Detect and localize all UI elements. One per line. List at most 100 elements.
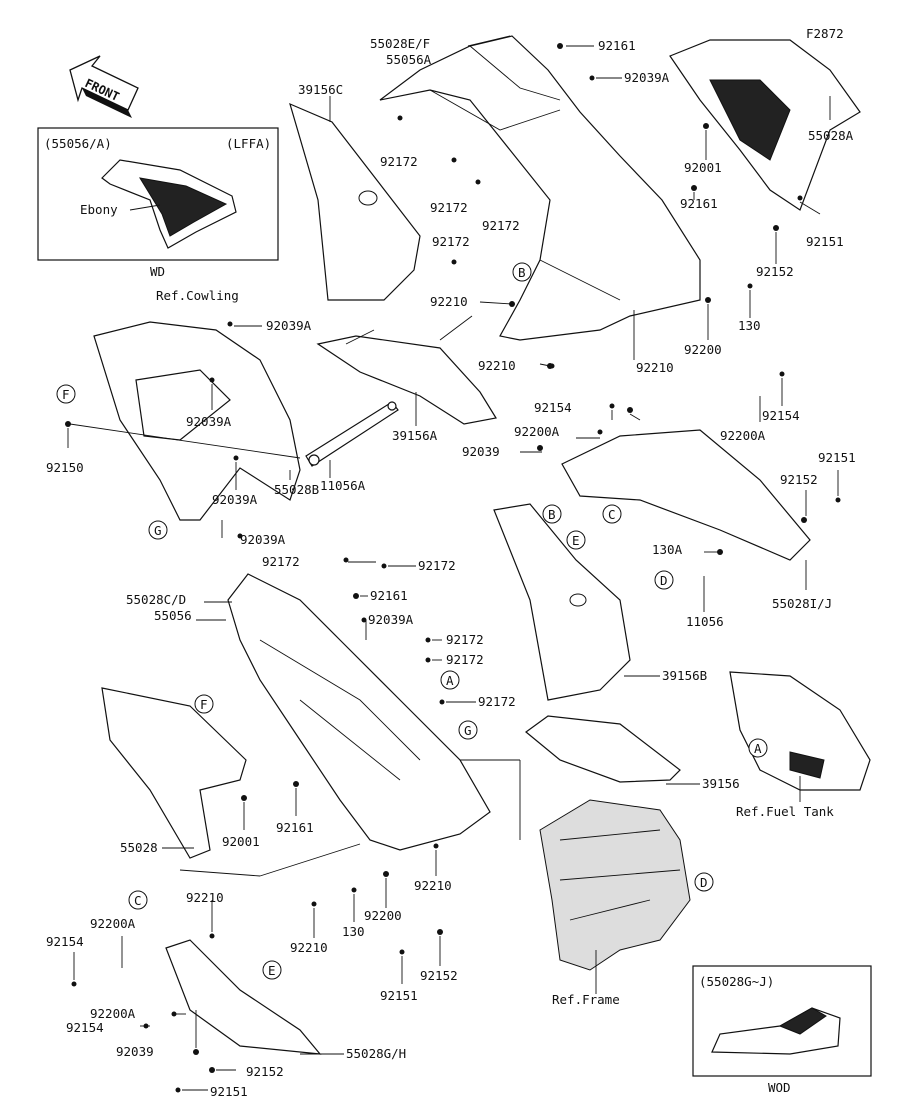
fasteners [65, 43, 841, 1093]
part-label: 55028G/H [346, 1046, 406, 1061]
part-label: 55028E/F [370, 36, 430, 51]
diagram-code: F2872 [806, 26, 844, 41]
part-label: 39156C [298, 82, 343, 97]
part-label: 92151 [380, 988, 418, 1003]
inset-wd-box [37, 127, 279, 261]
part-label: 92172 [380, 154, 418, 169]
upper-fairing-55028ef [379, 35, 701, 341]
part-label: 92150 [46, 460, 84, 475]
part-label: 55028B [274, 482, 319, 497]
part-label: 92210 [290, 940, 328, 955]
part-label: 92161 [598, 38, 636, 53]
part-label: 55028I/J [772, 596, 832, 611]
part-label: 92039 [116, 1044, 154, 1059]
bracket-55028ij [561, 429, 811, 561]
part-label: 92152 [756, 264, 794, 279]
part-label: 130 [342, 924, 365, 939]
part-label: 92151 [806, 234, 844, 249]
panel-39156c [289, 102, 421, 301]
callout-g-mid: G [464, 723, 472, 738]
panel-39156a [316, 335, 497, 425]
leader-lines [67, 35, 839, 1091]
callout-b-top: B [518, 265, 526, 280]
part-label: 92210 [186, 890, 224, 905]
part-label: 92200A [514, 424, 560, 439]
part-label: 92210 [414, 878, 452, 893]
inset-wd-color: Ebony [80, 202, 118, 217]
part-label: 11056 [686, 614, 724, 629]
callout-b-mid: B [548, 507, 556, 522]
part-label: 92152 [420, 968, 458, 983]
part-label: 92172 [482, 218, 520, 233]
part-label: 92161 [680, 196, 718, 211]
part-label: 92039A [240, 532, 286, 547]
part-label: 55028A [808, 128, 854, 143]
part-label: 39156 [702, 776, 740, 791]
callout-e-bottom: E [268, 963, 276, 978]
inset-wod-model: (55028G~J) [699, 974, 774, 989]
part-label: 92039A [624, 70, 670, 85]
part-label: 92039A [186, 414, 232, 429]
part-label: 130A [652, 542, 683, 557]
part-label: 92152 [246, 1064, 284, 1079]
ref-fuel-tank: Ref.Fuel Tank [736, 804, 834, 819]
callout-d-mid: D [660, 573, 668, 588]
part-label: 130 [738, 318, 761, 333]
callout-a-mid: A [446, 673, 454, 688]
part-label: 92172 [446, 632, 484, 647]
part-label: 55056A [386, 52, 432, 67]
front-arrow-icon: FRONT [69, 55, 139, 118]
part-label: 92151 [818, 450, 856, 465]
part-label: 92172 [262, 554, 300, 569]
callout-d-right: D [700, 875, 708, 890]
inset-wod-caption: WOD [768, 1080, 791, 1095]
part-label: 92200 [684, 342, 722, 357]
callout-c-mid: C [608, 507, 616, 522]
part-label: 92001 [222, 834, 260, 849]
part-label: 92161 [370, 588, 408, 603]
callout-f-left: F [62, 387, 70, 402]
part-label: 92200A [90, 916, 136, 931]
part-label: 92210 [636, 360, 674, 375]
part-label: 92154 [762, 408, 800, 423]
ref-cowling: Ref.Cowling [156, 288, 239, 303]
fuel-tank-ref [729, 671, 871, 791]
panel-39156 [525, 715, 681, 783]
part-label: 55028C/D [126, 592, 186, 607]
part-label: 92210 [478, 358, 516, 373]
part-label: 39156A [392, 428, 438, 443]
part-labels: 55028E/F 55056A 92161 92039A 39156C 5502… [46, 36, 856, 1099]
callout-c-bottom: C [134, 893, 142, 908]
part-label: 55056 [154, 608, 192, 623]
part-label: 92200A [720, 428, 766, 443]
part-label: 92039A [212, 492, 258, 507]
inset-wd-fairing [101, 159, 237, 249]
part-label: 92152 [780, 472, 818, 487]
panel-39156b [493, 503, 631, 701]
part-label: 92172 [430, 200, 468, 215]
inset-wod-undercowl [711, 1007, 841, 1055]
frame-ref [539, 799, 691, 971]
bracket-11056a [305, 401, 399, 467]
part-label: 92172 [418, 558, 456, 573]
part-label: 92210 [430, 294, 468, 309]
part-label: 92039 [462, 444, 500, 459]
callout-e-mid: E [572, 533, 580, 548]
part-label: 92151 [210, 1084, 248, 1099]
inset-wd-variant: (LFFA) [226, 136, 271, 151]
part-label: 92200 [364, 908, 402, 923]
part-label: 39156B [662, 668, 707, 683]
inset-wd-caption: WD [150, 264, 165, 279]
cowling-55028b [93, 321, 301, 521]
part-label: 92172 [446, 652, 484, 667]
part-label: 55028 [120, 840, 158, 855]
part-label: 92172 [478, 694, 516, 709]
middle-fairing-55028cd [227, 573, 491, 851]
part-label: 92154 [46, 934, 84, 949]
part-label: 92001 [684, 160, 722, 175]
undercowl-55028gh [165, 939, 322, 1055]
part-label: 92039A [266, 318, 312, 333]
part-label: 11056A [320, 478, 366, 493]
callout-a-right: A [754, 741, 762, 756]
callout-g-left: G [154, 523, 162, 538]
